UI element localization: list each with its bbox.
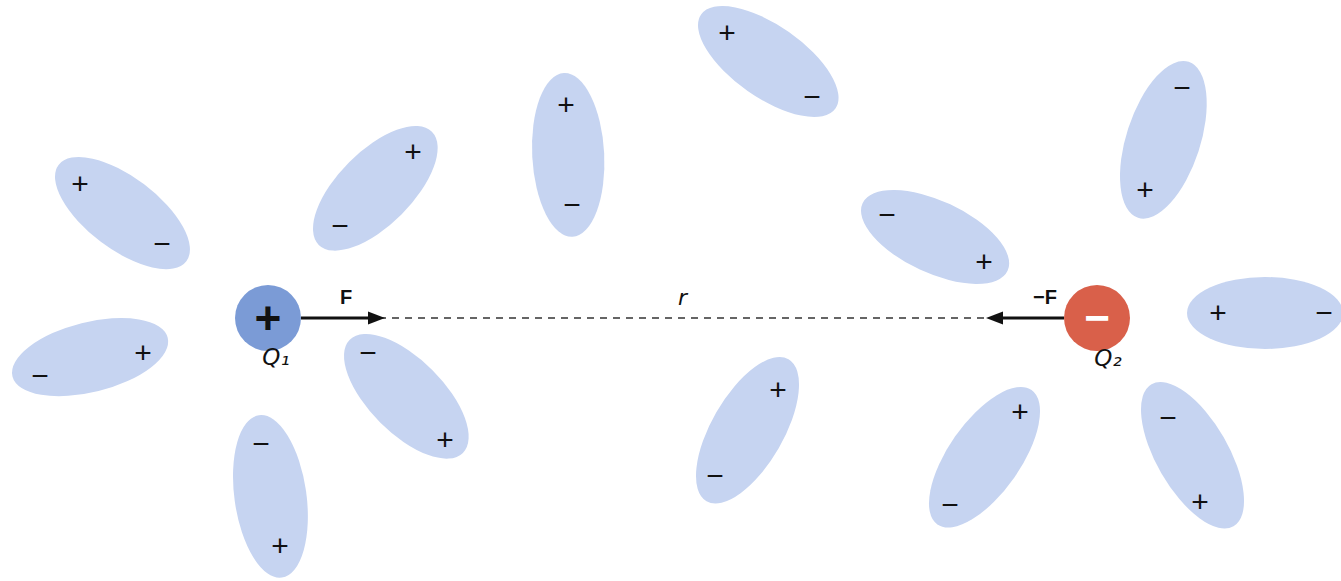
force-arrow-shaft [999,317,1064,320]
force-arrow-shaft [301,317,372,320]
polar-molecule: −+ [12,318,168,396]
point-charge: −Q₂ [1064,285,1130,351]
polar-molecule: −+ [861,190,1009,284]
charge-sign: + [235,285,301,351]
dipole-ellipse [680,0,856,139]
dipole-ellipse [223,410,317,581]
dipole-ellipse [847,171,1022,304]
partial-charge-sign: − [252,429,270,459]
partial-charge-sign: + [134,338,152,368]
partial-charge-sign: − [878,200,896,230]
partial-charge-sign: − [1159,403,1177,433]
polar-molecule: +− [532,73,604,237]
charge-sign: − [1064,285,1130,351]
partial-charge-sign: + [769,375,787,405]
partial-charge-sign: − [563,190,581,220]
polar-molecule: +− [696,357,799,504]
partial-charge-sign: + [1209,298,1227,328]
dipole-ellipse [323,313,488,478]
partial-charge-sign: − [1173,73,1191,103]
partial-charge-sign: + [975,247,993,277]
polar-molecule: +− [55,157,190,269]
charge-label: Q₁ [262,346,289,369]
partial-charge-sign: − [706,461,724,491]
charge-label: Q₂ [1094,347,1121,370]
molecule-outline [233,415,308,578]
polar-molecule: +− [313,126,438,251]
polar-molecule: −+ [1141,382,1244,529]
force-arrow-head [368,312,385,325]
charge-circle [1064,285,1130,351]
polar-molecule: +− [698,6,839,117]
molecule-outline [1120,61,1207,219]
partial-charge-sign: + [1136,175,1154,205]
partial-charge-sign: − [941,490,959,520]
dipole-ellipse [528,71,608,239]
polar-molecule: −+ [233,415,308,578]
partial-charge-sign: + [271,531,289,561]
dipole-ellipse [36,136,207,290]
distance-label: r [675,287,690,309]
partial-charge-sign: + [436,425,454,455]
charge-circle [235,285,301,351]
polar-molecule: +− [1187,277,1341,349]
dipole-ellipse [676,341,820,519]
partial-charge-sign: + [718,18,736,48]
dipole-ellipse [4,304,176,411]
force-label: −F [1033,287,1057,307]
partial-charge-sign: − [31,361,49,391]
polar-molecule: −+ [344,334,469,459]
partial-charge-sign: − [803,82,821,112]
partial-charge-sign: − [331,211,349,241]
force-label: F [340,287,352,307]
dipole-ellipse [1121,366,1265,544]
dipole-ellipse [1187,277,1341,349]
force-arrow-head [986,312,1003,325]
partial-charge-sign: − [153,229,171,259]
dipole-ellipse [292,105,457,270]
partial-charge-sign: − [359,338,377,368]
partial-charge-sign: + [404,137,422,167]
dipole-ellipse [908,369,1061,545]
partial-charge-sign: − [1315,298,1333,328]
polar-molecule: +− [929,387,1040,528]
dipole-ellipse [1102,51,1223,230]
partial-charge-sign: + [71,169,89,199]
partial-charge-sign: + [1011,397,1029,427]
partial-charge-sign: + [557,90,575,120]
distance-line [301,317,1064,319]
polar-molecule: −+ [1120,61,1207,219]
point-charge: +Q₁ [235,285,301,351]
partial-charge-sign: + [1191,487,1209,517]
